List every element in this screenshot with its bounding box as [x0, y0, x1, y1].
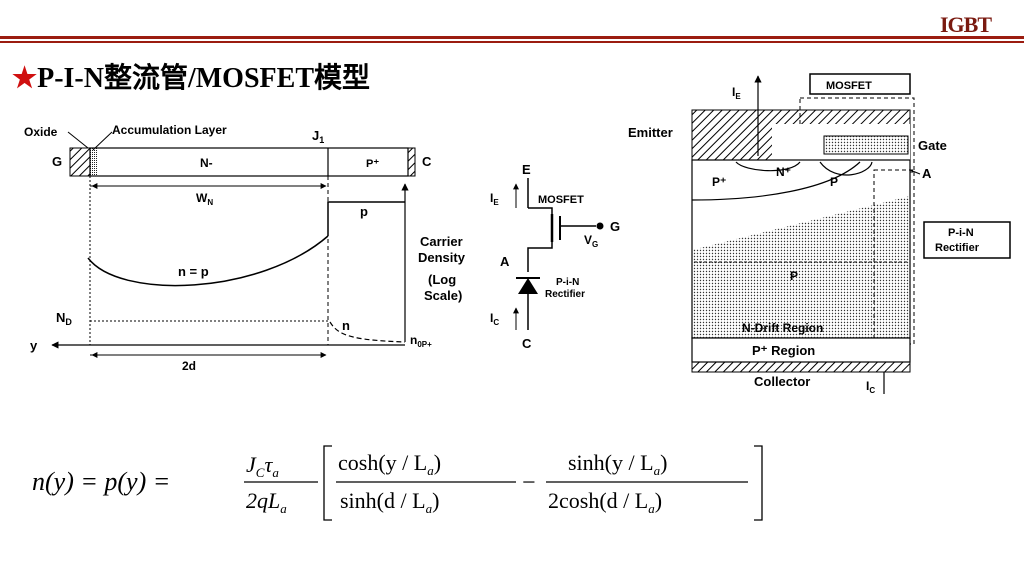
eq-term1-num: cosh(y / La) — [338, 450, 441, 478]
n-label: n — [342, 318, 350, 333]
ic-label-right: IC — [866, 379, 875, 395]
eq-right-bracket — [754, 445, 763, 521]
injected-carrier-region — [692, 196, 910, 338]
star-icon: ★ — [12, 63, 38, 94]
wn-label: WN — [196, 191, 213, 207]
gate-poly — [823, 135, 909, 155]
collector-contact-block — [407, 147, 416, 177]
p-plus-density-line — [327, 201, 405, 236]
a-label-right: A — [922, 166, 932, 181]
n0p-label: n0P+ — [410, 333, 432, 349]
eq-prefactor-num: JCτa — [246, 452, 279, 480]
g-terminal-label-mid: G — [610, 219, 620, 234]
e-terminal-label: E — [522, 162, 531, 177]
gate-oxide-block — [69, 147, 91, 177]
carrier-label: Carrier — [420, 234, 463, 249]
p-label: p — [360, 204, 368, 219]
gate-node — [596, 222, 604, 230]
pin-label-right: P-i-N — [948, 227, 974, 239]
log-label: (Log — [428, 272, 456, 287]
ie-label: IE — [490, 191, 499, 207]
eq-term2-den: 2cosh(d / La) — [548, 488, 662, 516]
p-plus-region-label: P⁺ Region — [752, 343, 815, 358]
carrier-distribution-equation: n(y) = p(y) = JCτa 2qLa cosh(y / La) sin… — [32, 445, 763, 521]
n-drift-label: N-Drift Region — [742, 321, 823, 335]
device-bar — [89, 147, 409, 177]
n-plus-source — [735, 161, 801, 172]
density-label: Density — [418, 250, 466, 265]
pin-label-mid: P-i-N — [556, 277, 579, 288]
n-eq-p-label: n = p — [178, 264, 209, 279]
pin-box — [923, 221, 1011, 259]
eq-term1-den: sinh(d / La) — [340, 488, 439, 516]
page-title: ★P-I-N整流管/MOSFET模型 — [12, 56, 370, 96]
oxide-pointer — [67, 131, 89, 149]
vg-label: VG — [584, 233, 598, 249]
nd-label: ND — [56, 310, 72, 327]
j1-label: J1 — [312, 128, 324, 145]
ic-label-mid: IC — [490, 311, 499, 327]
p-plus-label-right: P⁺ — [712, 175, 726, 189]
gate-label: Gate — [918, 138, 947, 153]
p-plus-label: P⁺ — [366, 158, 379, 170]
eq-term2-num: sinh(y / La) — [568, 450, 667, 478]
igbt-cross-section: IE MOSFET Emitter Gate P⁺ N⁺ P A P-i-N R… — [628, 73, 1011, 395]
eq-lhs: n(y) = p(y) = — [32, 467, 170, 496]
header-rule-top — [0, 36, 1024, 39]
page-title-text: P-I-N整流管/MOSFET模型 — [37, 63, 370, 94]
accumulation-layer-block — [90, 148, 98, 176]
two-d-label: 2d — [182, 359, 196, 373]
g-terminal-label: G — [52, 154, 62, 169]
y-axis-label: y — [30, 338, 38, 353]
collector-metal — [691, 361, 911, 373]
c-terminal-label-mid: C — [522, 336, 532, 351]
p-label-right: P — [830, 175, 838, 189]
collector-label: Collector — [754, 374, 810, 389]
ie-label-right: IE — [732, 85, 741, 101]
n-plus-label: N⁺ — [776, 165, 791, 179]
scale-label: Scale) — [424, 288, 462, 303]
diode-triangle — [518, 278, 538, 294]
mosfet-label-right: MOSFET — [826, 80, 872, 92]
rectifier-label-mid: Rectifier — [545, 289, 585, 300]
accumulation-pointer — [92, 131, 113, 151]
mosfet-label: MOSFET — [538, 194, 584, 206]
equivalent-circuit: E IE MOSFET G VG A P-i-N Rectifier IC C — [490, 162, 620, 351]
n-minority-curve — [329, 321, 406, 343]
c-terminal-label: C — [422, 154, 432, 169]
p-plus-collector-region — [691, 337, 911, 363]
accumulation-layer-label: Accumulation Layer — [112, 123, 227, 137]
a-node-label: A — [500, 254, 510, 269]
carrier-density-diagram: Oxide Accumulation Layer J1 G N- P⁺ C WN… — [24, 123, 466, 373]
eq-left-bracket — [323, 445, 332, 521]
a-pointer — [909, 169, 921, 175]
drain-wire — [528, 207, 553, 218]
emitter-label: Emitter — [628, 125, 673, 140]
igbt-logo: IGBT — [940, 12, 992, 37]
header-rule-bottom — [0, 41, 1024, 43]
n-minus-label: N- — [200, 156, 213, 170]
eq-minus: − — [522, 470, 536, 496]
n-eq-p-curve — [87, 235, 329, 287]
source-wire — [527, 238, 553, 272]
rectifier-label-right: Rectifier — [935, 242, 980, 254]
mosfet-box — [809, 73, 911, 95]
p-plus-well — [691, 161, 861, 201]
eq-prefactor-den: 2qLa — [246, 488, 287, 516]
oxide-label: Oxide — [24, 125, 58, 139]
p-body — [819, 161, 873, 176]
p-mid-label: P — [790, 269, 798, 283]
